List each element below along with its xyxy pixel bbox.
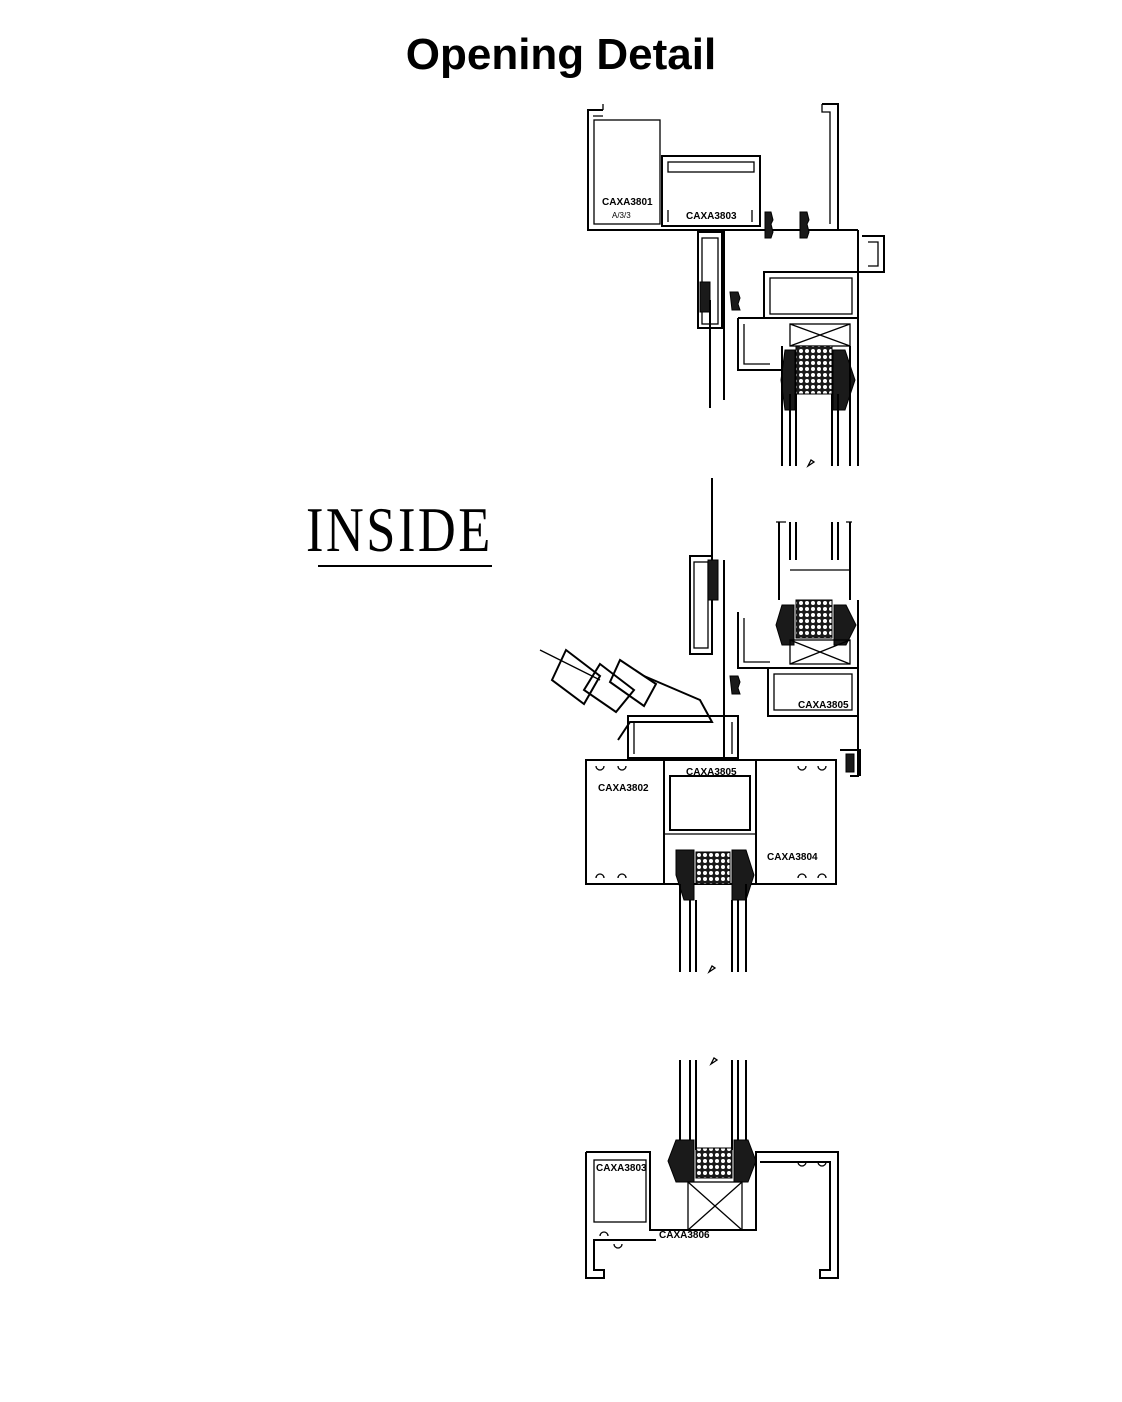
label-top-sash: CAXA3803	[686, 211, 737, 222]
label-mid-vent: CAXA3805	[798, 700, 849, 711]
label-top-frame: CAXA3801	[602, 197, 653, 208]
inside-underline	[318, 565, 492, 567]
top-head-section: CAXA3801 A/3/3 CAXA3803	[587, 103, 885, 468]
label-mid-center: CAXA3805	[686, 767, 737, 778]
label-bottom-frame: CAXA3803	[596, 1163, 647, 1174]
label-top-frame-note: A/3/3	[612, 211, 631, 220]
label-mid-right: CAXA3804	[767, 852, 818, 863]
label-bottom-bead: CAXA3806	[659, 1230, 710, 1241]
page-title: Opening Detail	[405, 30, 717, 79]
middle-transom-section: CAXA3805 CAXA3802 CAXA3805 CAXA3804	[539, 478, 861, 974]
inside-label: INSIDE	[306, 494, 493, 565]
label-mid-left: CAXA3802	[598, 783, 649, 794]
bottom-sill-section: CAXA3803 CAXA3806	[585, 1057, 839, 1279]
